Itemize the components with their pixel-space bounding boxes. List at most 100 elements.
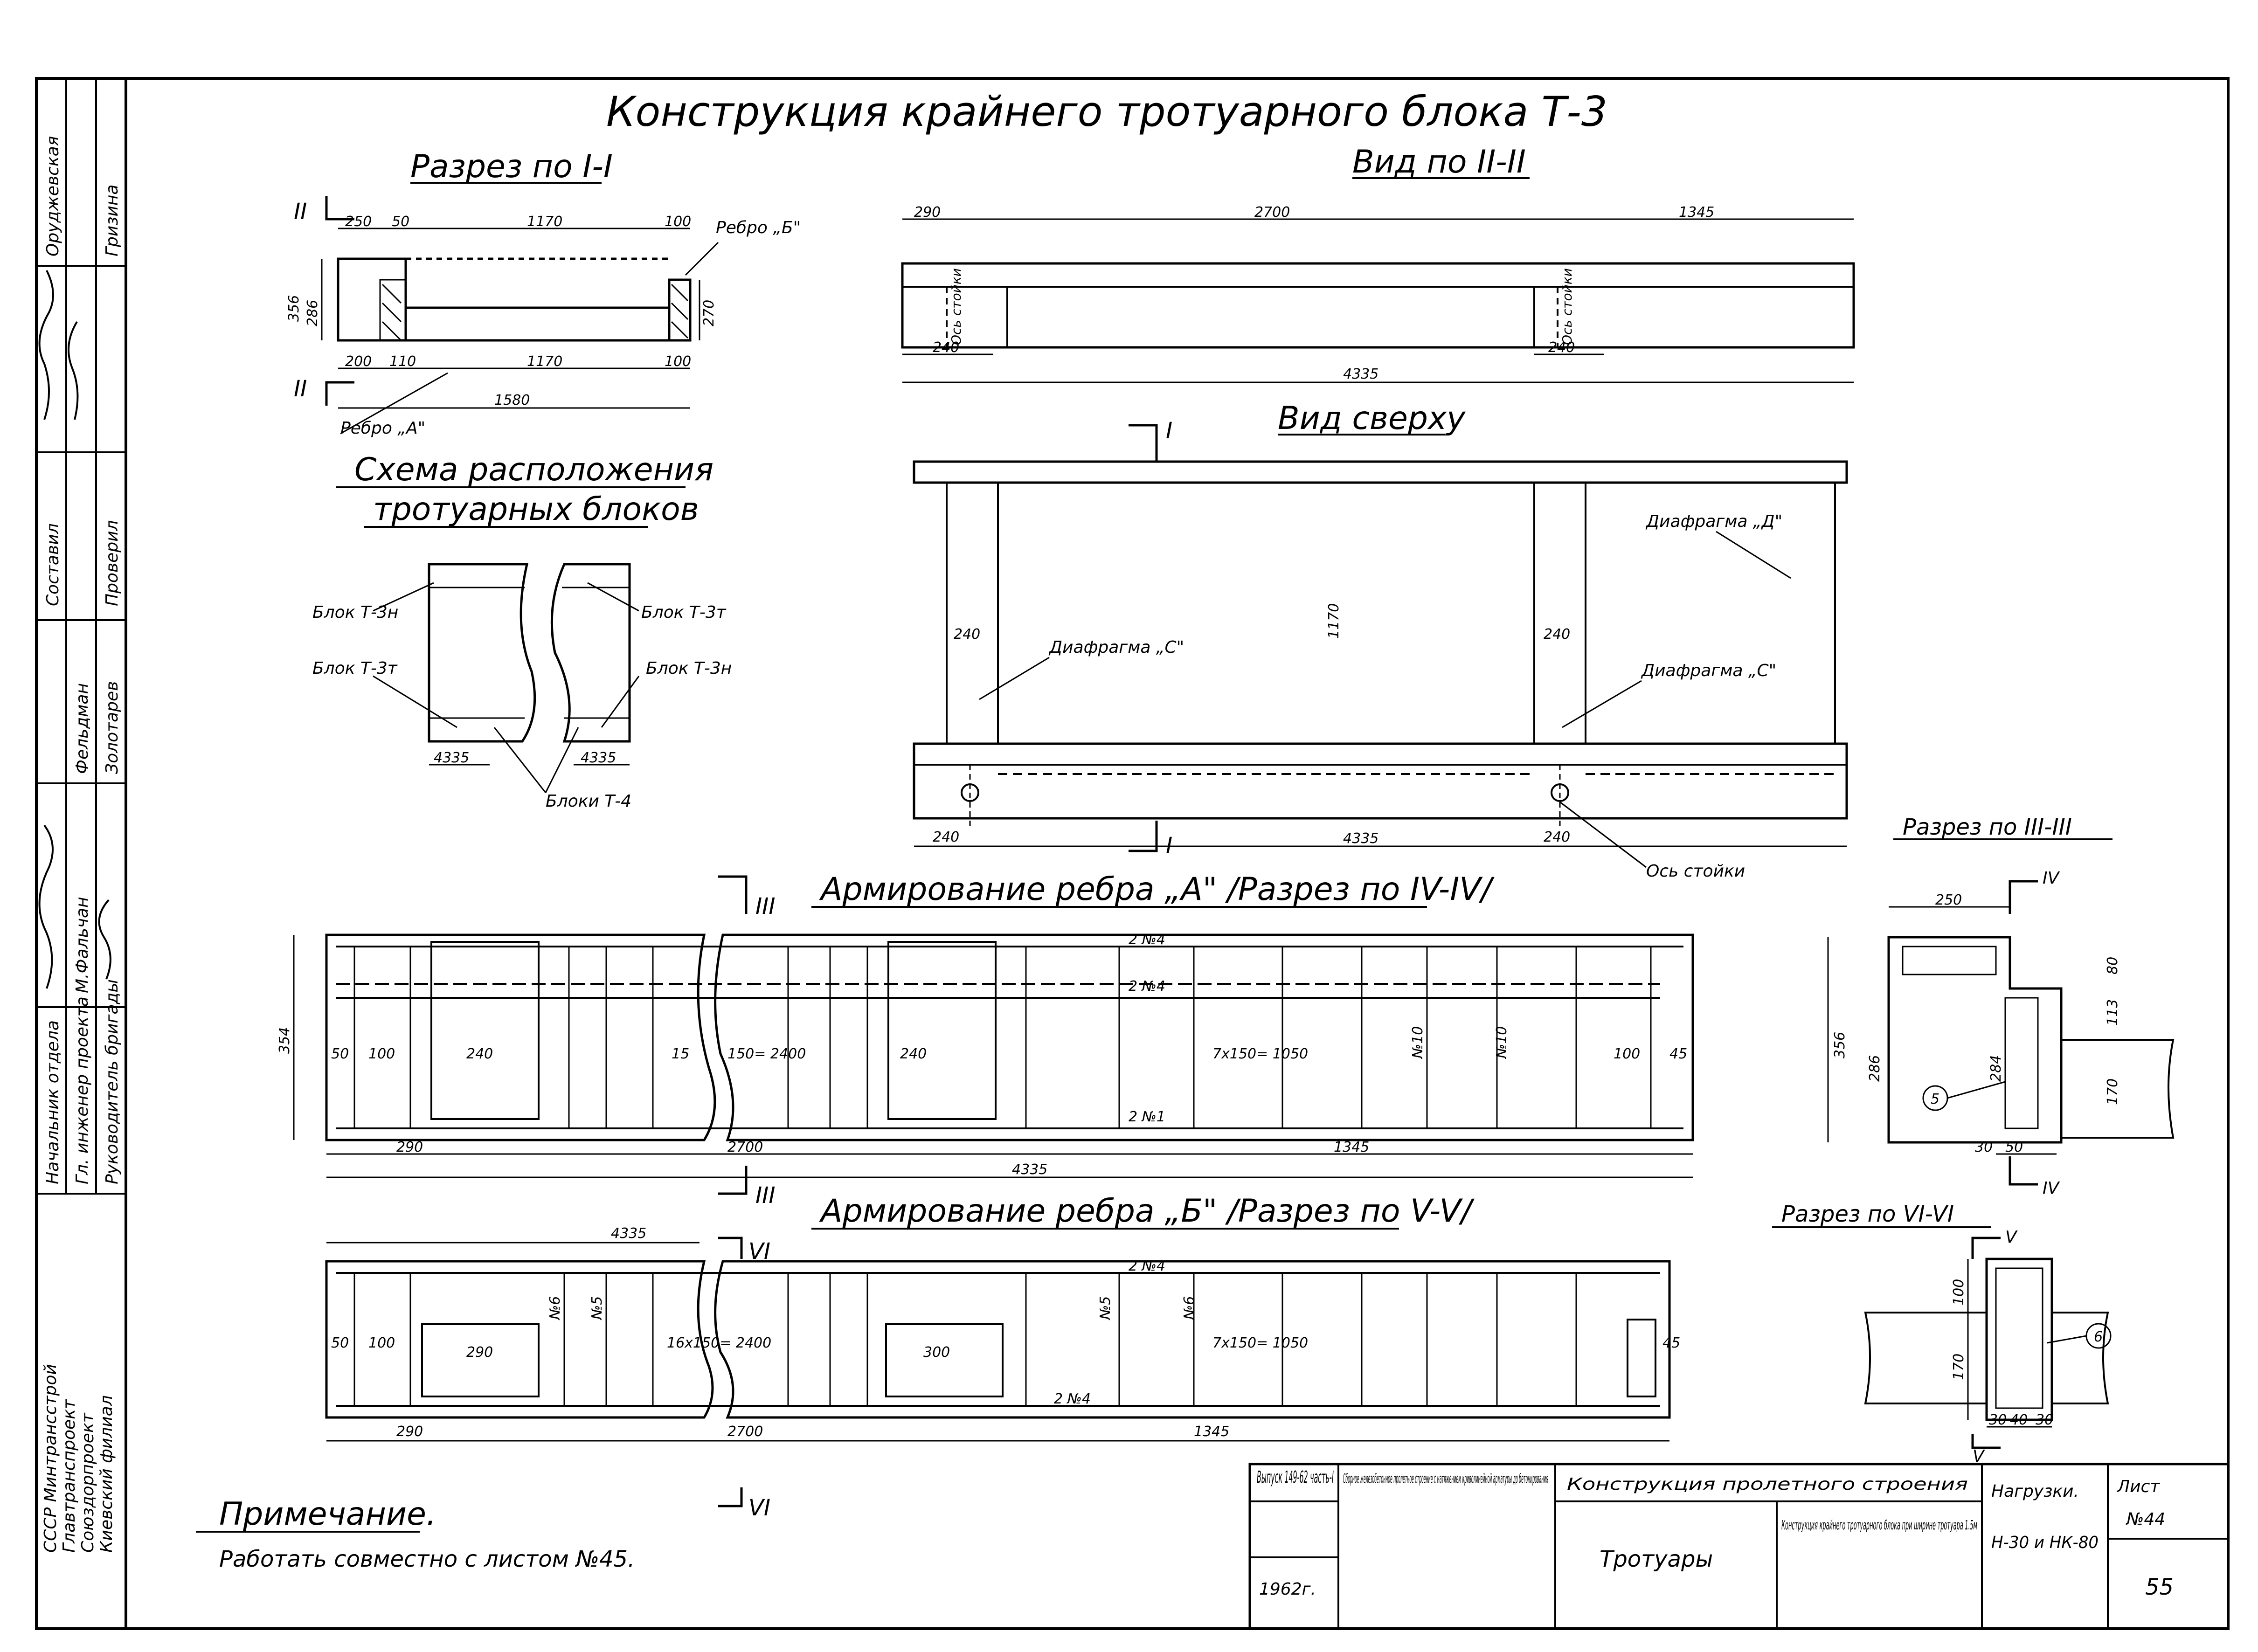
label-blocks-t4: Блоки Т-4 xyxy=(546,792,631,811)
mark-IV-top: IV xyxy=(2043,869,2060,888)
rib-a-title: Армирование ребра „А" /Разрез по IV-IV/ xyxy=(819,871,1495,908)
s6-callout-6: 6 xyxy=(2094,1329,2103,1345)
mark-I-top: I xyxy=(1166,418,1172,444)
s6-dim-30a: 30 xyxy=(1989,1412,2007,1428)
s3-dim-356: 356 xyxy=(1832,1032,1848,1058)
rib-b-dim-290: 290 xyxy=(466,1344,493,1361)
view-II-II: Вид по II-II xyxy=(901,144,1855,383)
label-diaph-d: Диафрагма „Д" xyxy=(1645,512,1782,531)
tb-page: 55 xyxy=(2145,1574,2174,1600)
label-post-axis-b: Ось стойки xyxy=(1559,268,1575,345)
section-VI-VI: Разрез по VI-VI V V xyxy=(1772,1201,2112,1466)
dim-240-top-d: 240 xyxy=(1544,829,1570,845)
mark-V-top: V xyxy=(2005,1228,2018,1247)
dim-110: 110 xyxy=(389,353,416,370)
tb-year: 1962г. xyxy=(1259,1580,1316,1599)
stamp-sign1: Оруджевская xyxy=(43,136,62,256)
tb-loads-h: Нагрузки. xyxy=(1991,1482,2079,1501)
mark-III-top: III xyxy=(755,893,775,919)
rib-b-dim-1050: 7x150= 1050 xyxy=(1212,1335,1308,1351)
sheet-title: Конструкция крайнего тротуарного блока Т… xyxy=(606,88,1607,136)
dim-286: 286 xyxy=(305,300,321,326)
rib-b-bar-n6a: №6 xyxy=(547,1296,563,1320)
label-block-t3t-a: Блок Т-3т xyxy=(641,603,727,622)
rib-a-dim-1345: 1345 xyxy=(1334,1139,1369,1155)
rib-b-dim-100: 100 xyxy=(368,1335,395,1351)
rib-b-bar-bottom: 2 №4 xyxy=(1054,1391,1091,1407)
label-block-t3t-b: Блок Т-3т xyxy=(312,659,398,678)
rib-b-dim-50: 50 xyxy=(331,1335,349,1351)
s3-dim-250: 250 xyxy=(1935,892,1962,908)
rib-a-bar-n10b: №10 xyxy=(1494,1026,1510,1059)
stamp-org1: СССР Минтрансстрой xyxy=(41,1364,60,1553)
scheme-title-1: Схема расположения xyxy=(354,451,713,488)
stamp-checked: Проверил xyxy=(103,520,122,606)
rib-a-dim-15: 15 xyxy=(672,1046,689,1062)
section-VI-title: Разрез по VI-VI xyxy=(1781,1201,1954,1227)
rib-b-title: Армирование ребра „Б" /Разрез по V-V/ xyxy=(819,1193,1475,1230)
view-II-title: Вид по II-II xyxy=(1352,144,1526,180)
label-block-t3n-a: Блок Т-3н xyxy=(312,603,398,622)
dim-2700-v2: 2700 xyxy=(1254,204,1290,221)
rib-b-dim-4335: 4335 xyxy=(611,1225,646,1242)
s3-dim-80: 80 xyxy=(2105,957,2121,975)
dim-4335-sch-a: 4335 xyxy=(434,750,469,766)
tb-sheet-no: №44 xyxy=(2126,1510,2165,1529)
rib-b-bar-n5a: №5 xyxy=(589,1296,605,1320)
section-III-III: Разрез по III-III IV IV xyxy=(1827,814,2175,1198)
section-III-title: Разрез по III-III xyxy=(1903,814,2072,840)
dim-1170b: 1170 xyxy=(527,353,562,370)
dim-4335-top: 4335 xyxy=(1343,830,1378,847)
rib-a-dim-240b: 240 xyxy=(900,1046,927,1062)
rib-a-bar-n10a: №10 xyxy=(1410,1026,1426,1059)
s3-dim-170: 170 xyxy=(2105,1078,2121,1105)
stamp-role1: Начальник отдела xyxy=(43,1020,62,1184)
dim-100: 100 xyxy=(665,214,691,230)
note: Примечание. Работать совместно с листом … xyxy=(196,1496,635,1572)
stamp-compiled: Составил xyxy=(43,523,62,606)
s3-dim-284: 284 xyxy=(1988,1055,2004,1082)
rib-a-dim-2700: 2700 xyxy=(727,1139,763,1155)
stamp-role2: Гл. инженер проекта xyxy=(73,996,92,1184)
rib-a-dim-354: 354 xyxy=(277,1027,293,1054)
tb-issue: Выпуск 149-62 часть-I xyxy=(1257,1468,1334,1487)
rib-a-dim-50: 50 xyxy=(331,1046,349,1062)
label-rib-b: Ребро „Б" xyxy=(716,218,801,237)
stamp-role3: Руководитель бригады xyxy=(103,979,122,1184)
stamp-org2: Главтранспроект xyxy=(60,1399,79,1553)
dim-4335-v2: 4335 xyxy=(1343,366,1378,382)
rib-b-dim-45: 45 xyxy=(1662,1335,1680,1351)
mark-VI-bottom: VI xyxy=(748,1495,770,1521)
note-title: Примечание. xyxy=(219,1496,436,1533)
stamp-org4: Киевский филиал xyxy=(97,1395,116,1553)
dim-1170-top: 1170 xyxy=(1326,603,1342,639)
signature-scribbles xyxy=(38,270,111,989)
dim-290-v2: 290 xyxy=(914,204,941,221)
s3-callout-5: 5 xyxy=(1931,1091,1939,1107)
stamp-sign2: Гризина xyxy=(103,185,122,256)
rib-a-dim-4335: 4335 xyxy=(1012,1161,1047,1178)
rib-b-dim-300: 300 xyxy=(923,1344,950,1361)
left-stamp: СССР Минтрансстрой Главтранспроект Союзд… xyxy=(36,78,126,1553)
rib-b-bar-top: 2 №4 xyxy=(1129,1258,1165,1274)
dim-240-top-b: 240 xyxy=(1544,626,1570,643)
rib-a-bar-mid: 2 №4 xyxy=(1129,978,1165,995)
top-view: Вид сверху I I xyxy=(913,400,1848,868)
s3-dim-286: 286 xyxy=(1867,1055,1883,1082)
s6-dim-170: 170 xyxy=(1951,1354,1967,1380)
note-text: Работать совместно с листом №45. xyxy=(219,1546,635,1572)
rib-a-dim-2400: 150= 2400 xyxy=(727,1046,806,1062)
stamp-org3: Союздорпроект xyxy=(78,1412,97,1553)
dim-4335-sch-b: 4335 xyxy=(581,750,616,766)
block-scheme: Схема расположения тротуарных блоков xyxy=(336,451,713,793)
rib-a-dim-1050: 7x150= 1050 xyxy=(1212,1046,1308,1062)
dim-356: 356 xyxy=(286,295,302,322)
rib-b-bar-n6b: №6 xyxy=(1181,1296,1198,1320)
dim-100b: 100 xyxy=(665,353,691,370)
label-rib-a: Ребро „А" xyxy=(340,419,425,438)
label-diaph-c-a: Диафрагма „С" xyxy=(1048,638,1184,657)
rib-a-dim-100b: 100 xyxy=(1614,1046,1640,1062)
rib-a-reinforcement: Армирование ребра „А" /Разрез по IV-IV/ … xyxy=(293,871,1694,1209)
mark-III-bottom: III xyxy=(755,1182,775,1209)
